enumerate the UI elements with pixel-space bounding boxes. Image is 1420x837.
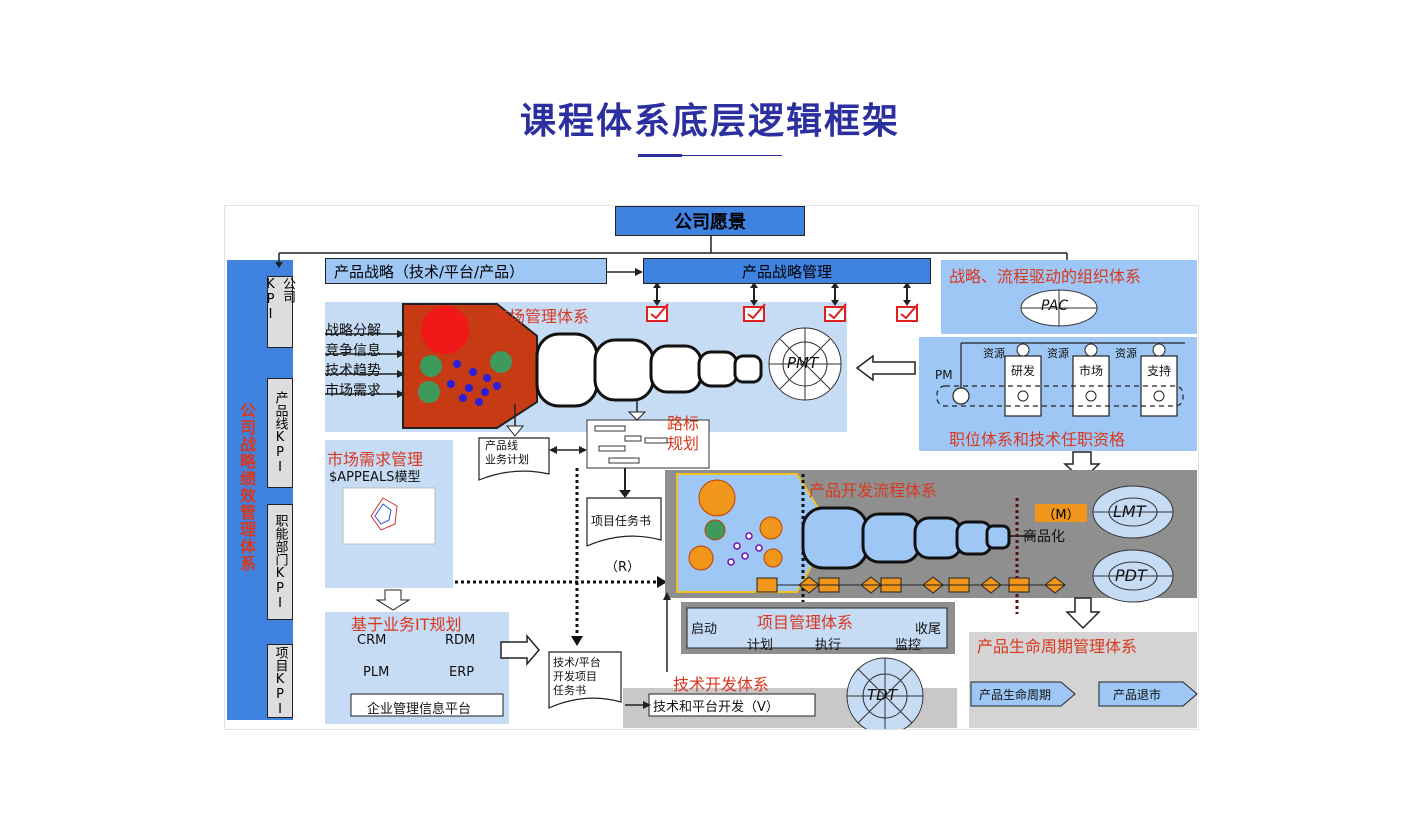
product-exit-stage: 产品退市 [1113, 688, 1162, 702]
strategy-performance-label: 公司战略绩效管理体系 [237, 402, 256, 572]
input-market-demand: 市场需求 [325, 383, 381, 399]
title-underline [638, 154, 682, 157]
input-tech-trend: 技术趋势 [325, 363, 381, 379]
market-mgmt-title: 市场管理体系 [493, 307, 590, 326]
m-tag: （M） [1035, 504, 1087, 523]
tech-platform-task-doc: 技术/平台 开发项目 任务书 [553, 656, 601, 697]
tdt-icon: TDT [867, 686, 897, 704]
product-dev-title: 产品开发流程体系 [809, 481, 938, 500]
diagram-graphics [227, 236, 1198, 729]
input-strategy-breakdown: 战略分解 [325, 323, 381, 339]
product-strategy-box: 产品战略（技术/平台/产品） [325, 258, 607, 284]
phase-monitor: 监控 [895, 638, 922, 653]
enterprise-info-platform: 企业管理信息平台 [367, 702, 472, 717]
title-underline-thin [682, 155, 782, 156]
it-plm: PLM [363, 665, 390, 680]
it-plan-title: 基于业务IT规划 [351, 615, 462, 634]
it-erp: ERP [449, 665, 475, 680]
it-crm: CRM [357, 633, 387, 648]
page-title: 课程体系底层逻辑框架 [519, 101, 900, 142]
company-vision-label: 公司愿景 [674, 212, 746, 233]
r-tag: （R） [605, 560, 641, 575]
lmt-icon: LMT [1113, 502, 1146, 521]
position-system-label: 职位体系和技术任职资格 [949, 430, 1126, 449]
pmt-icon: PMT [787, 354, 819, 372]
lifecycle-stage: 产品生命周期 [979, 688, 1052, 702]
roadmap-label: 路标 规划 [667, 414, 700, 453]
commercialization-label: 商品化 [1023, 529, 1065, 545]
tech-platform-dev: 技术和平台开发（V） [653, 700, 779, 715]
project-mgmt-title: 项目管理体系 [757, 613, 854, 632]
company-vision-box: 公司愿景 [615, 206, 805, 236]
product-strategy-mgmt-label: 产品战略管理 [741, 262, 832, 281]
org-resource-3: 资源 [1115, 347, 1137, 360]
lifecycle-mgmt-title: 产品生命周期管理体系 [977, 637, 1138, 656]
product-line-plan-doc: 产品线 业务计划 [485, 439, 529, 466]
phase-execute: 执行 [815, 638, 842, 653]
kpi-department: 职能部门KPI [267, 504, 293, 620]
input-competition-info: 竞争信息 [325, 343, 381, 359]
tech-dev-title: 技术开发体系 [673, 675, 770, 694]
it-rdm: RDM [445, 633, 476, 648]
org-pm-label: PM [935, 368, 953, 382]
product-strategy-mgmt-box: 产品战略管理 [643, 258, 931, 284]
kpi-company: 公司KPI [263, 276, 295, 348]
org-resource-2: 资源 [1047, 347, 1069, 360]
org-role-support: 支持 [1147, 364, 1172, 378]
appeals-model-label: $APPEALS模型 [329, 470, 421, 485]
kpi-project: 项目KPI [267, 644, 293, 718]
org-role-rd: 研发 [1011, 364, 1036, 378]
kpi-product-line: 产品线KPI [267, 378, 293, 488]
phase-plan: 计划 [747, 638, 774, 653]
org-system-title: 战略、流程驱动的组织体系 [949, 267, 1142, 286]
project-close: 收尾 [915, 622, 942, 637]
project-task-doc: 项目任务书 [591, 514, 652, 528]
project-start: 启动 [691, 622, 718, 637]
org-resource-1: 资源 [983, 347, 1005, 360]
pac-icon: PAC [1041, 298, 1069, 314]
org-role-market: 市场 [1079, 364, 1104, 378]
demand-mgmt-title: 市场需求管理 [327, 450, 424, 469]
product-strategy-label: 产品战略（技术/平台/产品） [334, 263, 525, 281]
pdt-icon: PDT [1115, 566, 1147, 585]
logic-framework-diagram: 公司愿景 产品战略（技术/平台/产品） 产品战略管理 公司战略绩效管理体系 公司… [224, 205, 1199, 730]
